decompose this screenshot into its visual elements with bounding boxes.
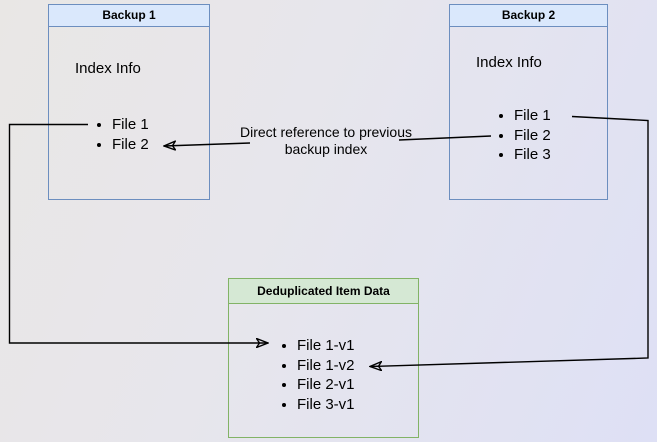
list-item: File 1 (112, 115, 149, 135)
backup1-file-list: File 1 File 2 (97, 115, 149, 154)
backup1-box: Backup 1 Index Info File 1 File 2 (48, 4, 210, 200)
dedup-store-box: Deduplicated Item Data File 1-v1 File 1-… (228, 278, 419, 438)
backup2-title: Backup 2 (450, 5, 607, 27)
backup2-box: Backup 2 Index Info File 1 File 2 File 3 (449, 4, 608, 200)
backup1-subtitle: Index Info (75, 60, 141, 77)
list-item: File 2 (112, 135, 149, 155)
connector-label: Direct reference to previous backup inde… (240, 124, 412, 157)
list-item: File 1-v2 (297, 356, 355, 376)
list-item: File 3-v1 (297, 395, 355, 415)
list-item: File 2 (514, 126, 551, 146)
list-item: File 3 (514, 145, 551, 165)
backup2-file-list: File 1 File 2 File 3 (499, 106, 551, 165)
list-item: File 1-v1 (297, 336, 355, 356)
backup1-title: Backup 1 (49, 5, 209, 27)
backup2-subtitle: Index Info (476, 54, 542, 71)
list-item: File 1 (514, 106, 551, 126)
dedup-store-title: Deduplicated Item Data (229, 279, 418, 304)
list-item: File 2-v1 (297, 375, 355, 395)
dedup-file-list: File 1-v1 File 1-v2 File 2-v1 File 3-v1 (282, 336, 355, 414)
